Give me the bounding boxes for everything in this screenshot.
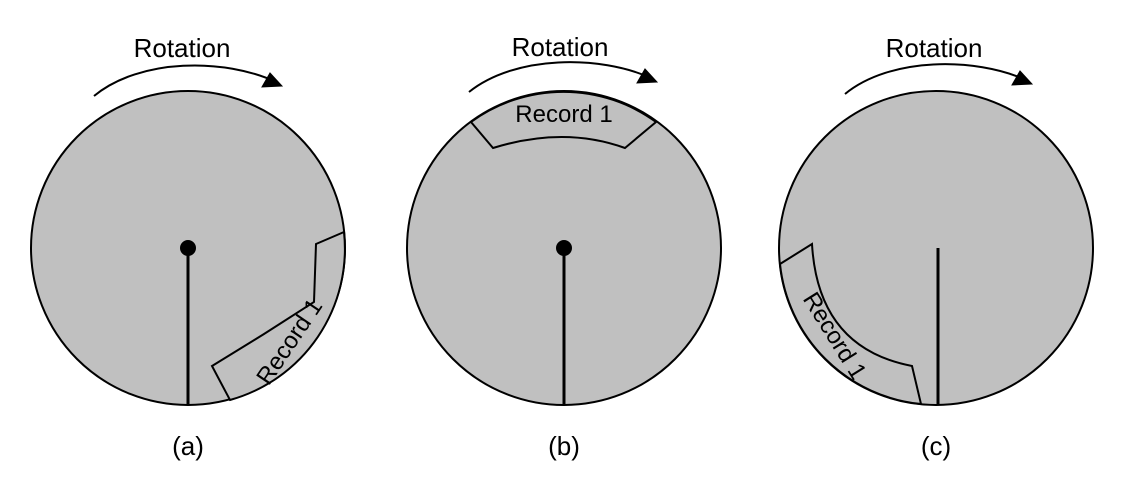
rotation-label-a: Rotation xyxy=(134,33,231,63)
arrow-head-a xyxy=(261,72,284,88)
record-sector-a xyxy=(210,230,346,402)
rotation-arrow-a xyxy=(93,64,277,97)
caption-c: (c) xyxy=(921,431,951,461)
panel-c: Rotation Record 1 (c) xyxy=(778,33,1094,461)
rotation-label-b: Rotation xyxy=(512,32,609,62)
arrow-head-c xyxy=(1011,70,1034,86)
record-label-b: Record 1 xyxy=(515,101,612,128)
disk-c xyxy=(778,90,1094,406)
read-head-a xyxy=(180,240,196,256)
rotation-label-c: Rotation xyxy=(886,33,983,63)
rotation-arrow-c xyxy=(844,63,1027,95)
read-head-b xyxy=(556,240,572,256)
caption-a: (a) xyxy=(172,431,204,461)
panel-a: Rotation Record 1 (a) xyxy=(30,33,346,461)
panel-b: Rotation Record 1 (b) xyxy=(406,32,722,461)
caption-b: (b) xyxy=(548,431,580,461)
record-sector-c xyxy=(778,242,923,406)
record-sector-b xyxy=(469,90,658,150)
arrow-head-b xyxy=(636,68,659,84)
rotation-arrow-b xyxy=(468,61,652,93)
